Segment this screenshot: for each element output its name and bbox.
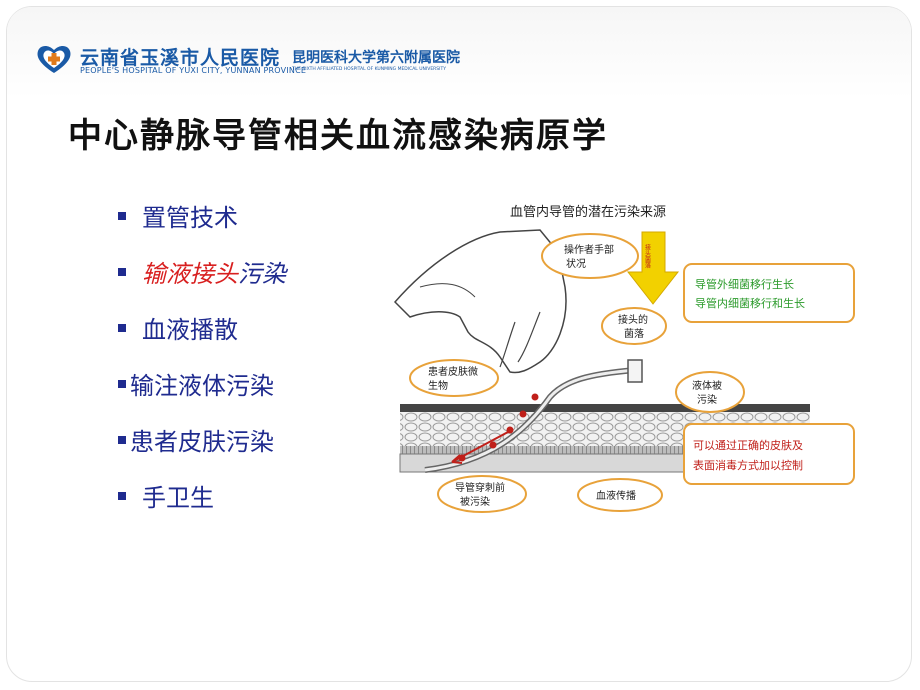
header-band (7, 7, 911, 99)
migration-arrow (451, 431, 509, 463)
bullet-marker-icon (118, 324, 126, 332)
bullet-item: 输注液体污染 (118, 366, 274, 401)
label-blood: 血液传播 (596, 489, 636, 502)
label-operator-hand-1: 操作者手部 (564, 243, 614, 256)
bubble-operator-hand (541, 233, 639, 279)
label-tip-1: 导管穿刺前 (455, 481, 505, 494)
label-hub-arrow: 接头菌落 (644, 243, 651, 269)
bullet-text: 患者皮肤污染 (130, 428, 274, 456)
university-name-en: THE SIXTH AFFILIATED HOSPITAL OF KUNMING… (292, 67, 446, 72)
control-box (683, 423, 855, 485)
hospital-logo-icon (37, 45, 71, 73)
bullet-item: 手卫生 (118, 478, 214, 513)
label-operator-hand-2: 状况 (566, 257, 586, 270)
bubble-patient-skin (409, 359, 499, 397)
label-fluid-2: 污染 (697, 393, 717, 406)
bullet-text: 污染 (238, 260, 286, 288)
contamination-dot (506, 426, 514, 434)
bullet-text: 置管技术 (142, 204, 238, 232)
bullet-item: 患者皮肤污染 (118, 422, 274, 457)
label-tip-2: 被污染 (460, 495, 490, 508)
control-line-1: 可以通过正确的皮肤及 (693, 438, 803, 452)
bullet-marker-icon (118, 268, 126, 276)
page-title: 中心静脉导管相关血流感染病原学 (68, 116, 608, 156)
bullet-text-highlight: 输液接头 (142, 260, 238, 288)
migration-line-1: 导管外细菌移行生长 (695, 277, 794, 291)
hospital-name-en: PEOPLE'S HOSPITAL OF YUXI CITY, YUNNAN P… (80, 66, 307, 75)
migration-box (683, 263, 855, 323)
label-patient-skin-1: 患者皮肤微 (428, 365, 478, 378)
bullet-text: 输注液体污染 (130, 372, 274, 400)
bullet-text: 血液播散 (142, 316, 238, 344)
bullet-item: 输液接头污染 (118, 254, 286, 289)
label-patient-skin-2: 生物 (428, 379, 448, 392)
slide-frame (6, 6, 912, 682)
bullet-item: 血液播散 (118, 310, 238, 345)
hub-colony-arrow (626, 231, 680, 305)
bubble-fluid (675, 371, 745, 413)
label-hub-colony-2: 菌落 (624, 328, 644, 340)
catheter-hub (627, 359, 643, 383)
control-line-2: 表面消毒方式加以控制 (693, 458, 803, 472)
bullet-marker-icon (118, 492, 126, 500)
university-name-cn: 昆明医科大学第六附属医院 (292, 50, 460, 66)
skin-surface (400, 404, 810, 412)
diagram-title: 血管内导管的潜在污染来源 (510, 204, 666, 220)
contamination-dot (519, 410, 527, 418)
label-fluid-1: 液体被 (692, 379, 722, 392)
bubble-catheter-tip (437, 475, 527, 513)
bubble-hub-colony (601, 307, 667, 345)
contamination-dot (531, 393, 539, 401)
hospital-name-cn: 云南省玉溪市人民医院 (80, 47, 281, 69)
contamination-diagram: 血管内导管的潜在污染来源 操作者手部 状况 接头菌落 导管外细菌移行生长 导管内… (393, 204, 855, 513)
contamination-dot (489, 441, 497, 449)
label-hub-colony-1: 接头的 (618, 313, 648, 326)
bubble-blood (577, 478, 663, 512)
hand-illustration (393, 229, 567, 374)
bullet-text: 手卫生 (142, 484, 214, 512)
bullet-item: 置管技术 (118, 198, 238, 233)
skin-lower-layer (400, 446, 810, 454)
migration-line-2: 导管内细菌移行和生长 (695, 296, 805, 310)
bullet-marker-icon (118, 380, 126, 388)
bullet-marker-icon (118, 436, 126, 444)
bullet-marker-icon (118, 212, 126, 220)
